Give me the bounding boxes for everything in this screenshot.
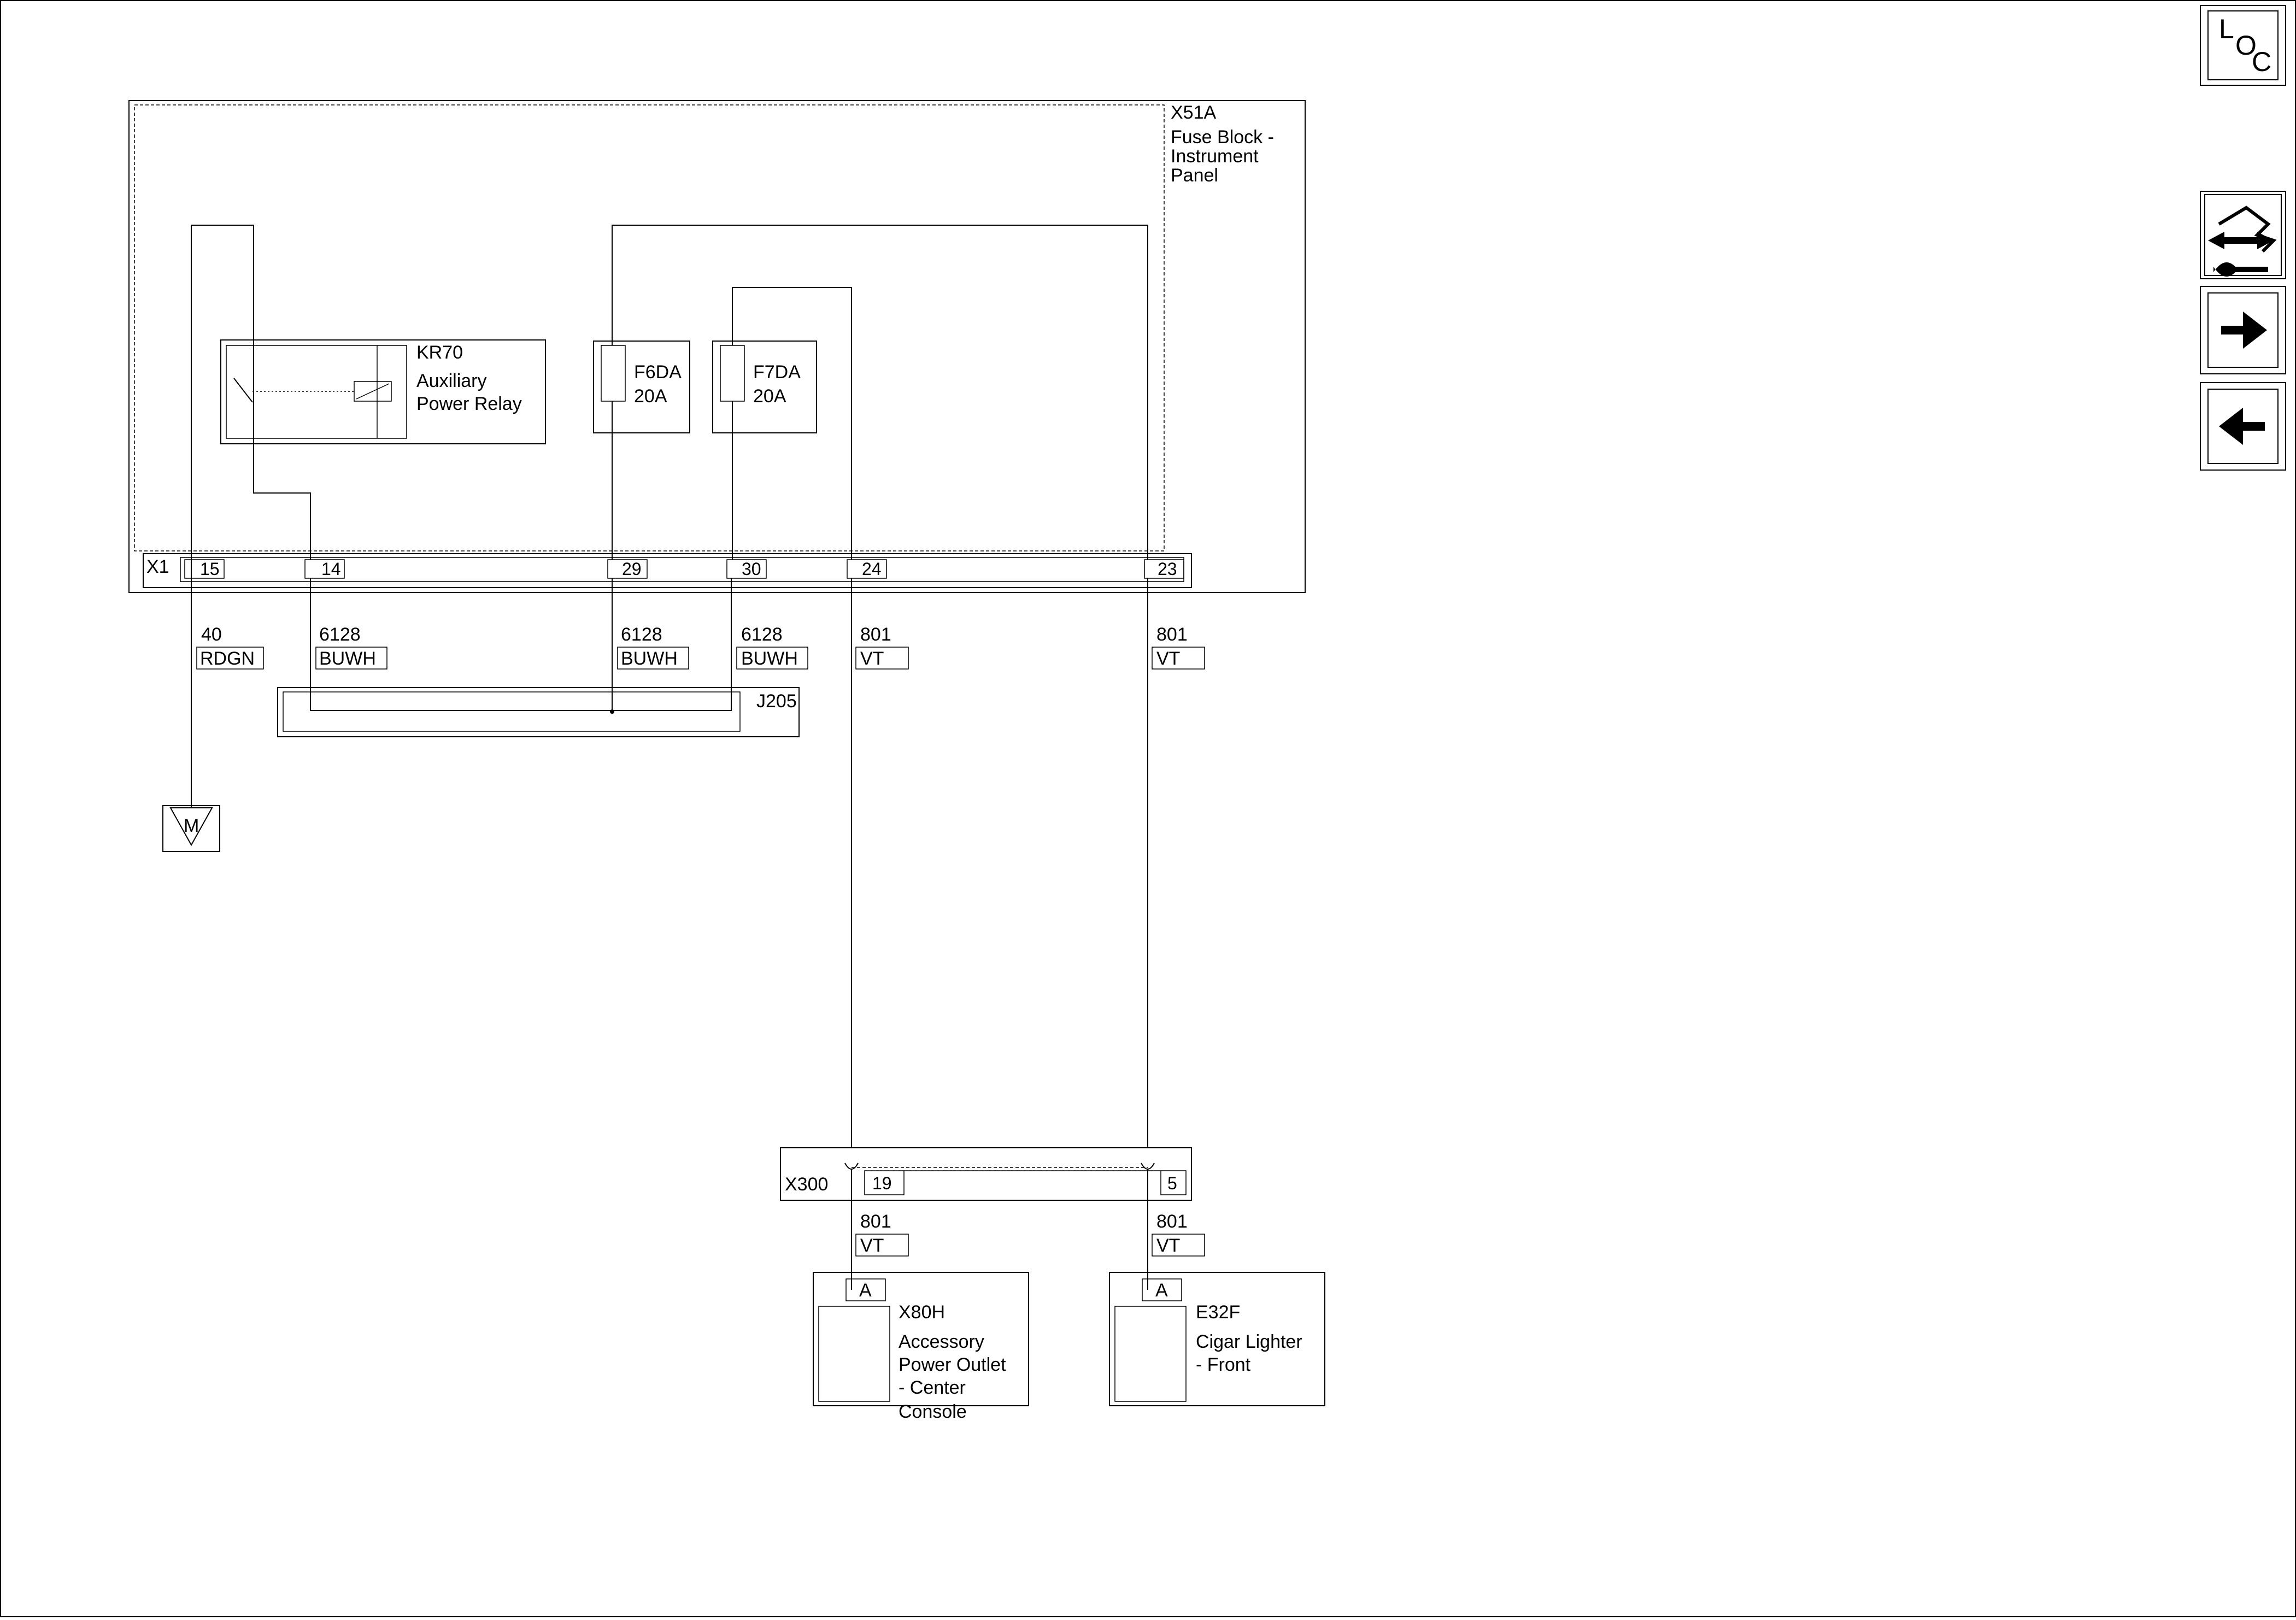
wire-label-5: 801 VT (855, 624, 909, 670)
fuse-f7da-id: F7DA (753, 362, 801, 383)
svg-text:BUWH: BUWH (741, 648, 798, 669)
fuse-block-id: X51A (1171, 102, 1216, 123)
x80h-name-4: Console (899, 1401, 967, 1422)
x1-pin-15: 15 (184, 559, 225, 579)
ground-label: M (184, 815, 199, 836)
x80h-name-2: Power Outlet (899, 1354, 1006, 1375)
relay-kr70: KR70 Auxiliary Power Relay (220, 339, 546, 444)
splice-j205: J205 (277, 669, 800, 737)
x1-pin-23: 23 (1144, 559, 1184, 579)
connector-view-button[interactable] (2200, 191, 2286, 279)
fuse-block-name-1: Fuse Block - (1171, 127, 1274, 148)
splice-dot (610, 709, 614, 714)
x1-connector (143, 553, 1192, 588)
x1-pin-29: 29 (607, 559, 648, 579)
e32f-pin: A (1155, 1280, 1168, 1301)
ground-m: M (162, 805, 220, 852)
svg-text:30: 30 (742, 559, 761, 579)
x1-connector-id: X1 (146, 556, 169, 577)
svg-text:RDGN: RDGN (200, 648, 255, 669)
wire-label-8: 801 VT (1152, 1211, 1205, 1257)
svg-text:14: 14 (321, 559, 341, 579)
x1-pin-24: 24 (847, 559, 887, 579)
inline-connector-x300: X300 19 5 (780, 1147, 1192, 1201)
fuse-block-name-2: Instrument (1171, 146, 1259, 167)
x80h-name-1: Accessory (899, 1331, 984, 1352)
svg-text:801: 801 (860, 1211, 891, 1232)
component-e32f: A E32F Cigar Lighter - Front (1109, 1272, 1325, 1406)
x1-pin-30: 30 (726, 559, 767, 579)
wire-label-4: 6128 BUWH (736, 624, 808, 670)
x1-pin-14: 14 (304, 559, 345, 579)
svg-text:VT: VT (1156, 648, 1180, 669)
wire-label-1: 40 RDGN (196, 624, 264, 670)
e32f-name-2: - Front (1196, 1354, 1251, 1375)
svg-text:6128: 6128 (621, 624, 662, 645)
svg-text:23: 23 (1158, 559, 1177, 579)
wire-label-3: 6128 BUWH (617, 624, 689, 670)
svg-text:VT: VT (860, 648, 884, 669)
external-wiring (191, 578, 1148, 1290)
svg-text:VT: VT (860, 1235, 884, 1256)
wire-label-6: 801 VT (1152, 624, 1205, 670)
next-page-arrow-icon (2221, 312, 2267, 349)
svg-text:6128: 6128 (741, 624, 783, 645)
x80h-pin: A (859, 1280, 872, 1301)
loc-letter-o: O (2235, 30, 2257, 61)
previous-page-button[interactable] (2200, 382, 2286, 471)
internal-wiring (191, 225, 1148, 578)
relay-name-2: Power Relay (416, 394, 522, 414)
component-x80h: A X80H Accessory Power Outlet - Center C… (813, 1272, 1029, 1422)
wire-label-2: 6128 BUWH (315, 624, 387, 670)
x80h-id: X80H (899, 1302, 945, 1323)
svg-text:801: 801 (860, 624, 891, 645)
svg-text:BUWH: BUWH (319, 648, 376, 669)
svg-text:40: 40 (201, 624, 222, 645)
svg-text:29: 29 (622, 559, 642, 579)
x300-id: X300 (785, 1174, 828, 1195)
x80h-name-3: - Center (899, 1377, 966, 1398)
x300-pin-5: 5 (1167, 1173, 1177, 1193)
svg-text:801: 801 (1156, 1211, 1188, 1232)
previous-page-arrow-icon (2219, 408, 2265, 445)
connector-wrench-icon (2208, 206, 2277, 277)
relay-id: KR70 (416, 342, 463, 363)
fuse-f7da-rating: 20A (753, 386, 786, 407)
fuse-f6da-id: F6DA (634, 362, 682, 383)
loc-letter-l: L (2219, 14, 2234, 44)
svg-text:15: 15 (200, 559, 220, 579)
relay-name-1: Auxiliary (416, 371, 486, 391)
wire-label-7: 801 VT (855, 1211, 909, 1257)
e32f-name-1: Cigar Lighter (1196, 1331, 1302, 1352)
fuse-block-x51a: X51A Fuse Block - Instrument Panel X1 15… (128, 100, 1306, 593)
svg-text:801: 801 (1156, 624, 1188, 645)
fuse-block-name-3: Panel (1171, 165, 1218, 186)
svg-text:24: 24 (862, 559, 882, 579)
fuse-f6da-rating: 20A (634, 386, 667, 407)
fuse-f6da: F6DA 20A (593, 341, 690, 433)
loc-letter-c: C (2252, 46, 2271, 77)
location-button[interactable]: L O C (2200, 5, 2286, 86)
svg-text:VT: VT (1156, 1235, 1180, 1256)
fuse-f7da: F7DA 20A (712, 341, 817, 433)
e32f-id: E32F (1196, 1302, 1240, 1323)
x300-pin-19: 19 (872, 1173, 892, 1193)
svg-text:BUWH: BUWH (621, 648, 678, 669)
svg-text:6128: 6128 (319, 624, 361, 645)
splice-id: J205 (756, 691, 797, 712)
next-page-button[interactable] (2200, 286, 2286, 374)
